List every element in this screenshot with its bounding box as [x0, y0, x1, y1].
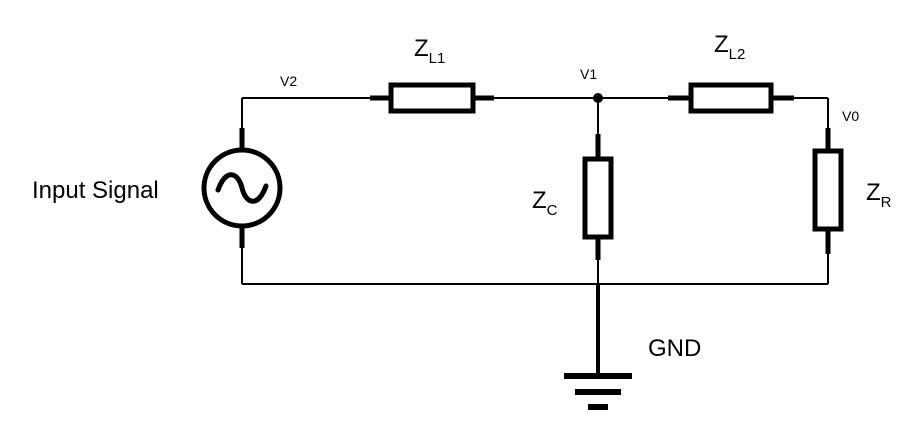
input-signal-label: Input Signal — [32, 177, 159, 204]
node-v1-label: V1 — [580, 66, 597, 82]
impedance-zl1 — [370, 82, 494, 114]
wires — [241, 97, 829, 285]
zc-label: ZC — [532, 187, 558, 219]
ground-icon — [564, 373, 632, 410]
zr-label: ZR — [866, 179, 892, 211]
zl2-label: ZL2 — [714, 31, 745, 63]
node-v2-label: V2 — [280, 73, 297, 89]
node-v0-label: V0 — [842, 108, 859, 124]
ground-label: GND — [648, 335, 701, 362]
ac-source-icon — [201, 128, 283, 248]
impedance-zl2 — [668, 82, 794, 114]
impedance-zc — [582, 134, 614, 260]
impedance-zr — [812, 128, 844, 254]
junction-dot — [593, 93, 603, 103]
zl1-label: ZL1 — [414, 35, 445, 67]
